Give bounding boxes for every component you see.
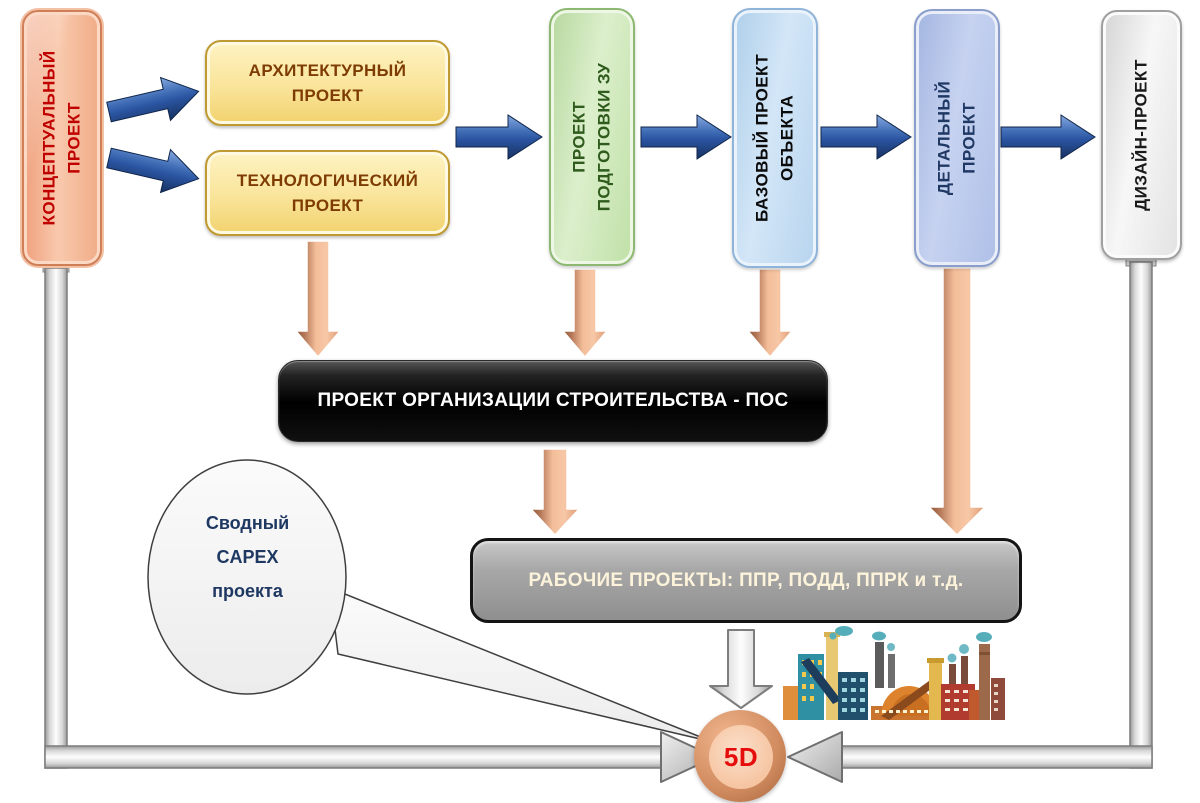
stage-architectural: АРХИТЕКТУРНЫЙ ПРОЕКТ bbox=[205, 40, 450, 126]
stage-label-line: АРХИТЕКТУРНЫЙ bbox=[248, 60, 407, 80]
working-projects-box: РАБОЧИЕ ПРОЕКТЫ: ППР, ПОДД, ППРК и т.д. bbox=[470, 538, 1022, 623]
stage-label-line: ПРОЕКТ bbox=[569, 101, 589, 173]
stage-detailed-project-label: ДЕТАЛЬНЫЙ ПРОЕКТ bbox=[932, 81, 981, 195]
callout-line: проекта bbox=[212, 581, 283, 601]
stage-conceptual: КОНЦЕПТУАЛЬНЫЙ ПРОЕКТ bbox=[22, 10, 102, 266]
pos-box: ПРОЕКТ ОРГАНИЗАЦИИ СТРОИТЕЛЬСТВА - ПОС bbox=[278, 360, 828, 442]
gray-arrow-working-to-hub bbox=[709, 629, 773, 709]
stage-label-line: ПРОЕКТ bbox=[291, 86, 364, 105]
pipe-arrow-design-to-hub bbox=[787, 255, 1157, 783]
callout-line: Сводный bbox=[205, 513, 290, 533]
stage-label-line: ТЕХНОЛОГИЧЕСКИЙ bbox=[236, 170, 419, 190]
arrow-site-preparation-to-pos bbox=[562, 268, 608, 358]
stage-label-line: БАЗОВЫЙ ПРОЕКТ bbox=[752, 53, 772, 223]
arrow-basic-to-detailed bbox=[820, 114, 912, 160]
stage-basic-project-label: БАЗОВЫЙ ПРОЕКТ ОБЪЕКТА bbox=[750, 54, 799, 222]
stage-label-line: ПРОЕКТ bbox=[64, 102, 83, 174]
stage-label-line: ПОДГОТОВКИ ЗУ bbox=[594, 62, 613, 212]
stage-site-preparation: ПРОЕКТ ПОДГОТОВКИ ЗУ bbox=[549, 8, 635, 266]
stage-conceptual-label: КОНЦЕПТУАЛЬНЫЙ ПРОЕКТ bbox=[37, 51, 86, 226]
arrow-detailed-to-design bbox=[1000, 114, 1096, 160]
capex-callout-text: Сводный CAPEX проекта bbox=[150, 506, 345, 608]
stage-design-project-label: ДИЗАЙН-ПРОЕКТ bbox=[1129, 59, 1154, 211]
arrow-projects-to-site-preparation bbox=[455, 114, 543, 160]
working-projects-label: РАБОЧИЕ ПРОЕКТЫ: ППР, ПОДД, ППРК и т.д. bbox=[528, 569, 964, 591]
arrow-site-preparation-to-basic bbox=[640, 114, 732, 160]
stage-technological-label: ТЕХНОЛОГИЧЕСКИЙ ПРОЕКТ bbox=[237, 168, 419, 219]
arrow-pos-to-working bbox=[530, 448, 580, 536]
arrow-conceptual-to-architectural bbox=[106, 76, 200, 123]
arrow-conceptual-to-technological bbox=[106, 147, 200, 194]
stage-basic-project: БАЗОВЫЙ ПРОЕКТ ОБЪЕКТА bbox=[732, 8, 818, 268]
stage-label-line: ПРОЕКТ bbox=[959, 102, 978, 174]
hub-5d-label: 5D bbox=[709, 725, 773, 789]
stage-label-line: ДЕТАЛЬНЫЙ bbox=[934, 80, 954, 196]
stage-label-line: КОНЦЕПТУАЛЬНЫЙ bbox=[39, 50, 59, 226]
arrow-technological-to-pos bbox=[295, 240, 341, 358]
stage-label-line: ДИЗАЙН-ПРОЕКТ bbox=[1131, 59, 1151, 211]
arrow-basic-to-pos bbox=[747, 268, 793, 358]
arrow-detailed-to-working bbox=[928, 267, 986, 536]
capex-callout-balloon bbox=[147, 459, 714, 743]
stage-design-project: ДИЗАЙН-ПРОЕКТ bbox=[1101, 10, 1182, 260]
stage-detailed-project: ДЕТАЛЬНЫЙ ПРОЕКТ bbox=[914, 9, 1000, 267]
pos-box-label: ПРОЕКТ ОРГАНИЗАЦИИ СТРОИТЕЛЬСТВА - ПОС bbox=[317, 390, 789, 411]
hub-5d-sphere: 5D bbox=[694, 710, 786, 802]
stage-site-preparation-label: ПРОЕКТ ПОДГОТОВКИ ЗУ bbox=[567, 63, 616, 212]
stage-architectural-label: АРХИТЕКТУРНЫЙ ПРОЕКТ bbox=[249, 58, 407, 109]
pipe-arrow-conceptual-to-hub bbox=[42, 261, 716, 783]
stage-label-line: ОБЪЕКТА bbox=[777, 94, 796, 182]
callout-line: CAPEX bbox=[216, 547, 279, 567]
factory-icon bbox=[783, 626, 1005, 720]
stage-technological: ТЕХНОЛОГИЧЕСКИЙ ПРОЕКТ bbox=[205, 150, 450, 236]
stage-label-line: ПРОЕКТ bbox=[291, 196, 364, 215]
